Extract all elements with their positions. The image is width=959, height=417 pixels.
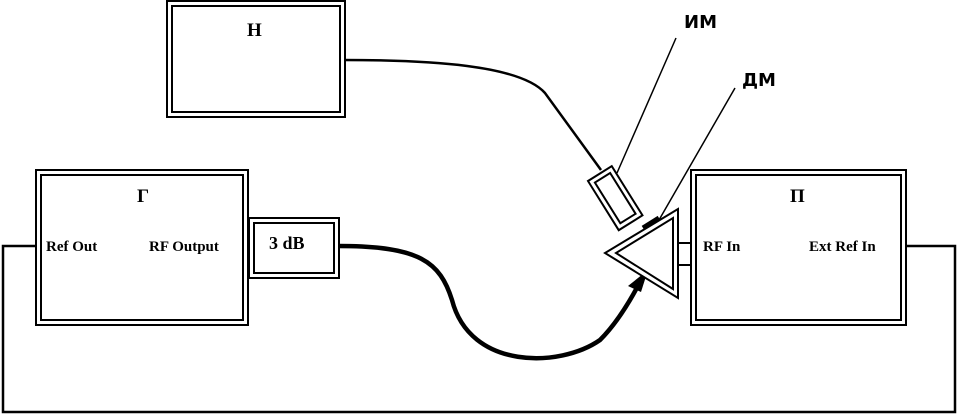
n-to-im-cable (341, 58, 603, 171)
block-n: Н (166, 0, 346, 118)
ref-out-label: Ref Out (46, 239, 98, 255)
block-p: П RF In Ext Ref In (690, 169, 907, 326)
dm-callout: ДМ (742, 70, 776, 91)
reference-loop-cable (1, 244, 957, 414)
im-callout: ИМ (684, 12, 717, 33)
block-n-inner (171, 5, 341, 113)
attenuator-box: 3 dB (248, 217, 340, 279)
block-n-title: Н (247, 20, 262, 41)
im-probe (586, 164, 644, 232)
dm-leader (658, 87, 736, 221)
block-p-title: П (790, 186, 805, 207)
rf-cable (337, 243, 642, 361)
block-p-inner (695, 174, 902, 321)
block-g-title: Г (137, 186, 150, 207)
block-g: Г Ref Out RF Output (35, 169, 249, 326)
block-g-inner (40, 174, 244, 321)
rf-in-label: RF In (703, 239, 741, 255)
attenuator-inner (253, 222, 335, 274)
im-leader (616, 37, 677, 174)
ext-ref-in-label: Ext Ref In (809, 239, 876, 255)
rf-output-label: RF Output (149, 239, 219, 255)
attenuator-label: 3 dB (269, 233, 305, 253)
